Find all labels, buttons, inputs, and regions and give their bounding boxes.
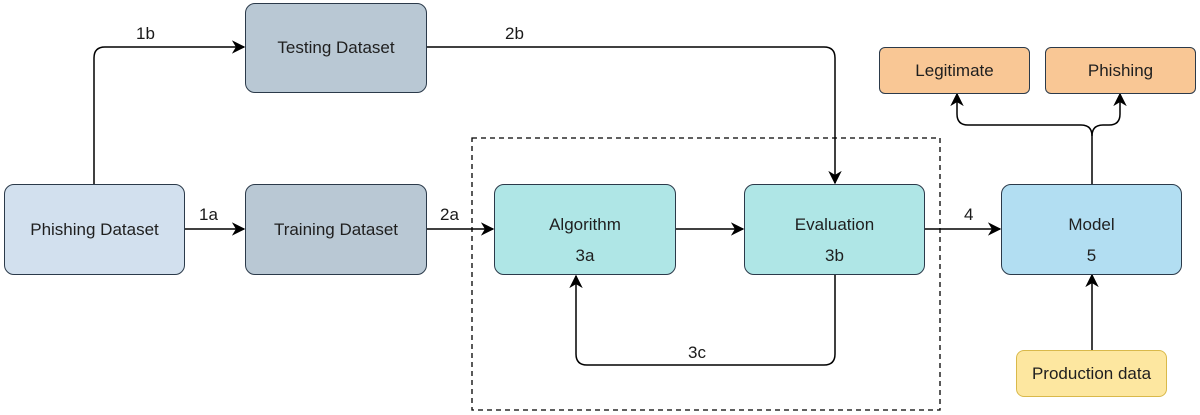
legitimate-label: Legitimate [915,60,994,80]
production-data-node: Production data [1016,350,1167,397]
algorithm-step-number: 3a [575,246,595,265]
edge-label-1b: 1b [136,24,155,43]
pipeline-group-boundary [471,137,941,411]
edge-label-1a: 1a [199,205,218,224]
edge-label-2a: 2a [440,205,459,224]
evaluation-step-number: 3b [825,246,844,265]
edge-label-3c: 3c [688,343,706,362]
edge-label-4: 4 [964,205,974,224]
production-data-label: Production data [1031,363,1152,383]
model-node: Model 5 [1001,184,1182,275]
edge-model-phishing [1091,92,1127,137]
phishing-dataset-node: Phishing Dataset [4,184,185,275]
testing-dataset-node: Testing Dataset [245,3,427,93]
model-step-number: 5 [1086,246,1097,265]
edge-3c [569,274,836,366]
testing-dataset-label: Testing Dataset [277,38,395,57]
phishing-dataset-label: Phishing Dataset [30,219,159,239]
algorithm-node: Algorithm 3a [494,184,676,275]
edge-label-2b: 2b [505,24,524,43]
legitimate-output-node: Legitimate [879,47,1030,94]
evaluation-label: Evaluation [794,215,875,235]
training-dataset-label: Training Dataset [273,219,399,239]
edge-2b [426,46,842,185]
edge-1b [93,40,246,184]
edge-model-legitimate [950,92,1093,184]
model-label: Model [1068,215,1115,235]
training-dataset-node: Training Dataset [245,184,427,275]
phishing-output-node: Phishing [1045,47,1196,94]
phishing-label: Phishing [1087,60,1154,80]
evaluation-node: Evaluation 3b [744,184,925,275]
algorithm-label: Algorithm [549,215,621,235]
